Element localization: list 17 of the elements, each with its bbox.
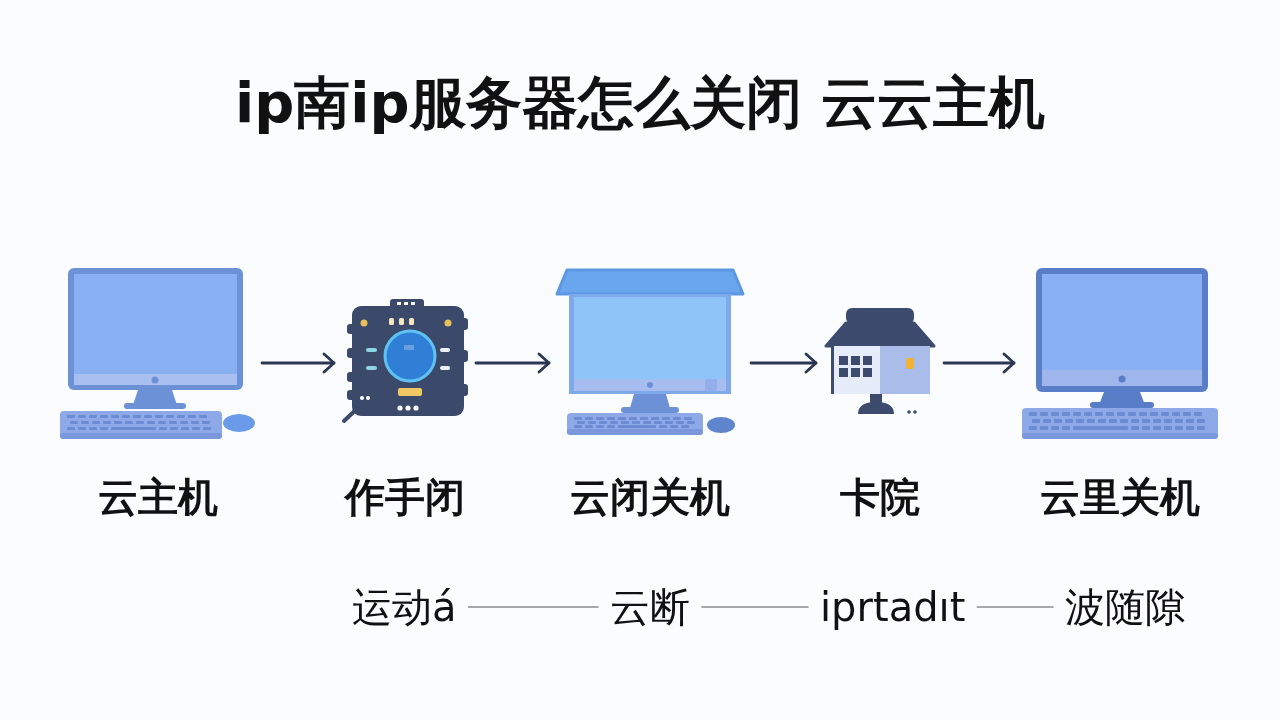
node-label: 卡院 [840,473,920,521]
node-label: 云主机 [98,473,218,521]
term-label: 运动á [352,583,457,631]
node-label: 云里关机 [1040,473,1200,521]
connector-line [701,606,809,608]
arrow [260,352,336,374]
title: ip南ip服务器怎么关闭 云云主机 [234,70,1046,135]
term-label: iprtadıt [820,583,966,631]
term-label: 波随隙 [1065,583,1185,631]
term-label: 云断 [610,583,690,631]
arrow [474,352,551,374]
node-label: 云闭关机 [570,473,730,521]
connector-line [467,606,599,608]
node-label: 作手闭 [345,473,465,521]
arrow [942,352,1016,374]
connector-line [976,606,1054,608]
arrow [749,352,818,374]
